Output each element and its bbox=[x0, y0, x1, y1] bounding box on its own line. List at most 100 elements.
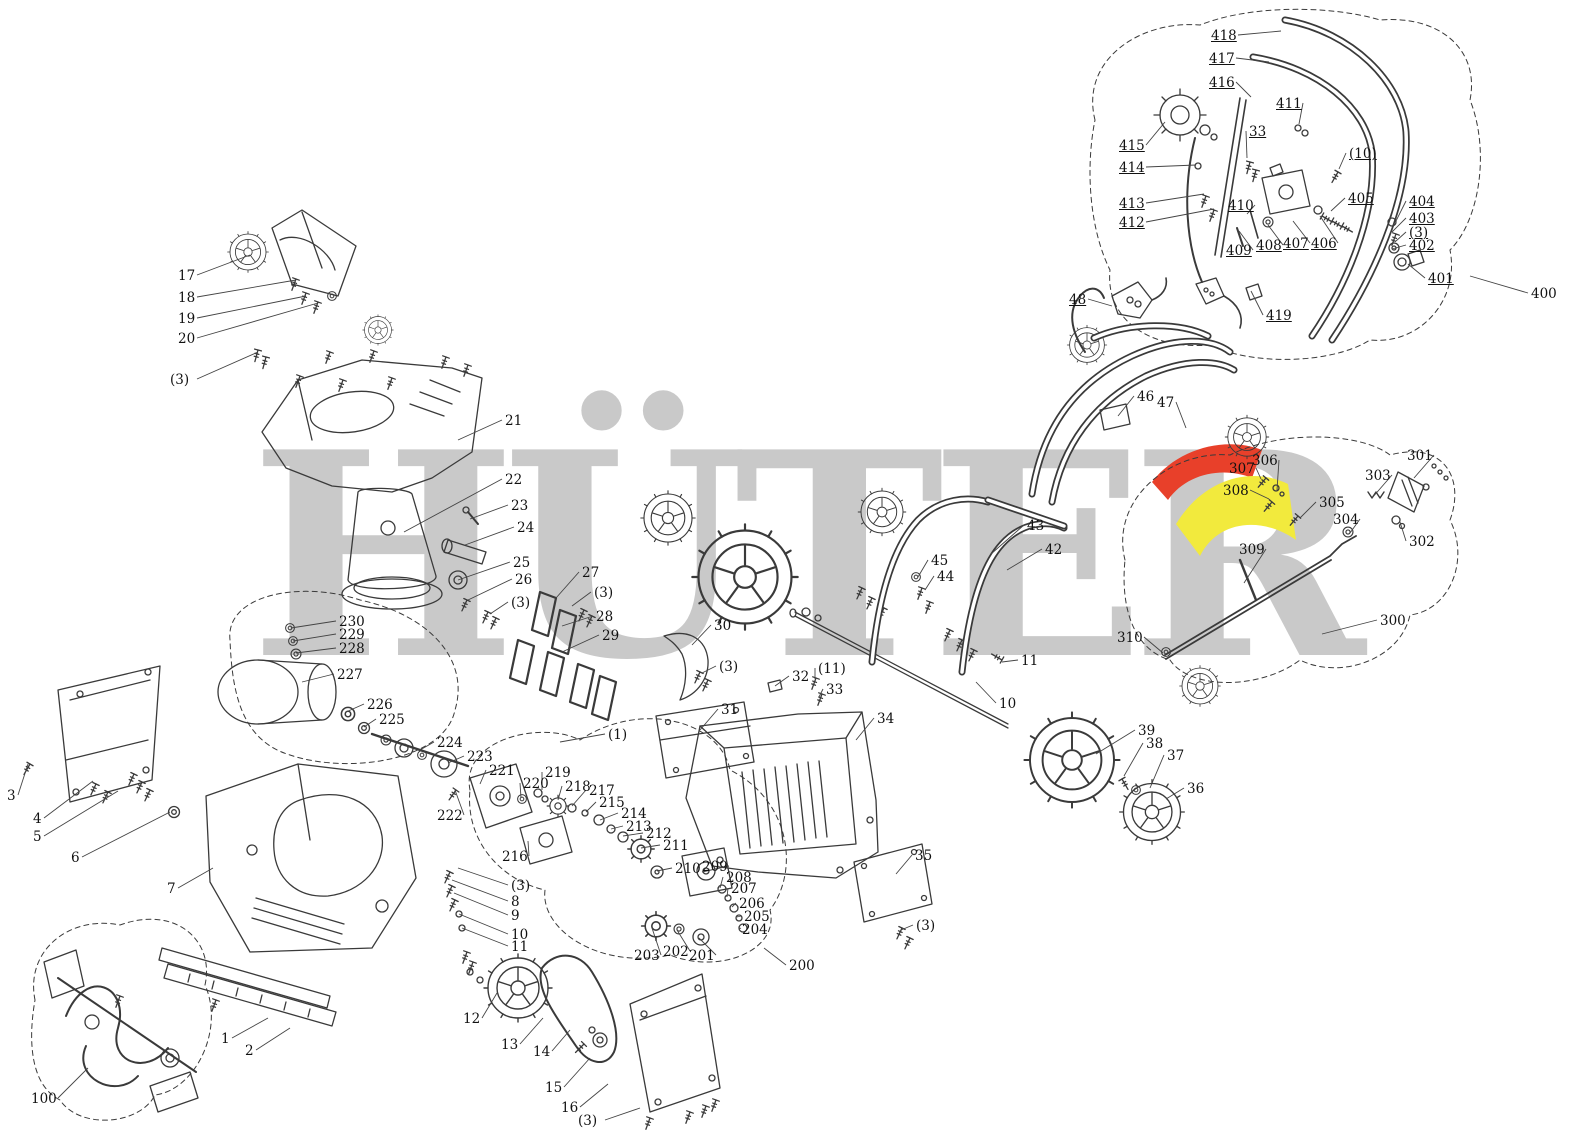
part-label-38: 38 bbox=[1146, 736, 1164, 752]
motor-gear-cluster-drawing bbox=[217, 623, 748, 946]
part-label-308: 308 bbox=[1223, 483, 1249, 499]
part-label-17: 17 bbox=[178, 268, 196, 284]
part-label-8: 8 bbox=[511, 894, 520, 910]
part-label-201: 201 bbox=[689, 948, 715, 964]
part-label-45: 45 bbox=[931, 553, 949, 569]
part-label-3: (3) bbox=[1409, 225, 1429, 241]
part-label-405: 405 bbox=[1348, 191, 1374, 207]
part-label-3: (3) bbox=[719, 659, 739, 675]
part-label-22: 22 bbox=[505, 472, 523, 488]
part-label-44: 44 bbox=[937, 569, 955, 585]
part-label-33: 33 bbox=[826, 682, 844, 698]
belt-drive-drawing bbox=[458, 950, 618, 1063]
part-label-15: 15 bbox=[545, 1080, 563, 1096]
part-label-408: 408 bbox=[1256, 238, 1282, 254]
part-label-3: (3) bbox=[170, 372, 190, 388]
axle-rod-drawing bbox=[789, 585, 1009, 729]
part-label-210: 210 bbox=[675, 861, 701, 877]
part-label-309: 309 bbox=[1239, 542, 1265, 558]
part-label-220: 220 bbox=[523, 776, 549, 792]
bearing-bracket-drawing bbox=[663, 632, 712, 701]
part-label-3: (3) bbox=[511, 595, 531, 611]
part-label-3: 3 bbox=[7, 788, 16, 804]
rear-plate-drawing bbox=[853, 843, 933, 952]
part-label-204: 204 bbox=[742, 922, 768, 938]
part-label-224: 224 bbox=[437, 735, 463, 751]
part-label-24: 24 bbox=[517, 520, 535, 536]
part-label-206: 206 bbox=[739, 896, 765, 912]
part-label-228: 228 bbox=[339, 641, 365, 657]
part-label-4: 4 bbox=[33, 811, 42, 827]
part-label-226: 226 bbox=[367, 697, 393, 713]
control-rod-300-drawing bbox=[1161, 463, 1449, 660]
part-label-2: 2 bbox=[245, 1043, 254, 1059]
part-label-211: 211 bbox=[663, 838, 689, 854]
part-label-47: 47 bbox=[1157, 395, 1175, 411]
part-label-400: 400 bbox=[1531, 286, 1557, 302]
part-label-208: 208 bbox=[726, 870, 752, 886]
part-label-305: 305 bbox=[1319, 495, 1345, 511]
part-label-3: (3) bbox=[511, 878, 531, 894]
part-label-28: 28 bbox=[596, 609, 614, 625]
scraper-bar-drawing bbox=[158, 947, 337, 1027]
part-label-16: 16 bbox=[561, 1100, 579, 1116]
part-label-227: 227 bbox=[337, 667, 363, 683]
part-label-10: (10) bbox=[1349, 146, 1377, 162]
part-label-34: 34 bbox=[877, 711, 895, 727]
part-label-409: 409 bbox=[1226, 243, 1252, 259]
part-label-401: 401 bbox=[1428, 271, 1454, 287]
handle-assembly-400-drawing bbox=[1153, 16, 1425, 344]
side-plate-drawing bbox=[20, 665, 181, 819]
part-label-214: 214 bbox=[621, 806, 647, 822]
part-label-29: 29 bbox=[602, 628, 620, 644]
part-label-46: 46 bbox=[1137, 389, 1155, 405]
part-label-212: 212 bbox=[646, 826, 672, 842]
belt-cover-plate-drawing bbox=[655, 676, 826, 779]
part-label-410: 410 bbox=[1228, 198, 1254, 214]
part-label-209: 209 bbox=[702, 859, 728, 875]
brand-logo-swoosh bbox=[1152, 444, 1296, 556]
part-label-18: 18 bbox=[178, 290, 196, 306]
part-label-11: (11) bbox=[818, 661, 846, 677]
part-label-42: 42 bbox=[1045, 542, 1063, 558]
part-label-10: 10 bbox=[999, 696, 1017, 712]
part-label-304: 304 bbox=[1333, 512, 1359, 528]
part-label-216: 216 bbox=[502, 849, 528, 865]
part-label-419: 419 bbox=[1266, 308, 1292, 324]
part-label-13: 13 bbox=[501, 1037, 519, 1053]
part-label-19: 19 bbox=[178, 311, 196, 327]
paddles-drawing bbox=[508, 590, 618, 722]
part-label-39: 39 bbox=[1138, 723, 1156, 739]
part-label-203: 203 bbox=[634, 948, 660, 964]
part-label-14: 14 bbox=[533, 1044, 551, 1060]
part-label-10: 10 bbox=[511, 927, 529, 943]
main-deck-drawing bbox=[685, 711, 879, 879]
part-label-415: 415 bbox=[1119, 138, 1145, 154]
side-cover-drawing bbox=[629, 973, 721, 1132]
cable-holder-drawing bbox=[1111, 277, 1168, 319]
part-label-11: 11 bbox=[1021, 653, 1039, 669]
part-label-223: 223 bbox=[467, 749, 493, 765]
part-label-27: 27 bbox=[582, 565, 600, 581]
part-label-3: (3) bbox=[578, 1113, 598, 1129]
part-label-205: 205 bbox=[744, 909, 770, 925]
part-label-222: 222 bbox=[437, 808, 463, 824]
part-label-413: 413 bbox=[1119, 196, 1145, 212]
auger-spiral-drawing bbox=[43, 949, 220, 1113]
auger-housing-drawing bbox=[205, 763, 417, 953]
part-label-35: 35 bbox=[915, 848, 933, 864]
chute-deflector-drawing bbox=[227, 209, 357, 371]
upper-handle-drawing bbox=[1028, 287, 1238, 506]
part-label-1: 1 bbox=[221, 1031, 230, 1047]
part-label-48: 48 bbox=[1069, 292, 1087, 308]
part-label-404: 404 bbox=[1409, 194, 1435, 210]
part-label-218: 218 bbox=[565, 779, 591, 795]
part-label-202: 202 bbox=[663, 944, 689, 960]
top-cover-drawing bbox=[261, 314, 483, 493]
part-label-32: 32 bbox=[792, 669, 810, 685]
part-label-5: 5 bbox=[33, 829, 42, 845]
part-label-403: 403 bbox=[1409, 211, 1435, 227]
